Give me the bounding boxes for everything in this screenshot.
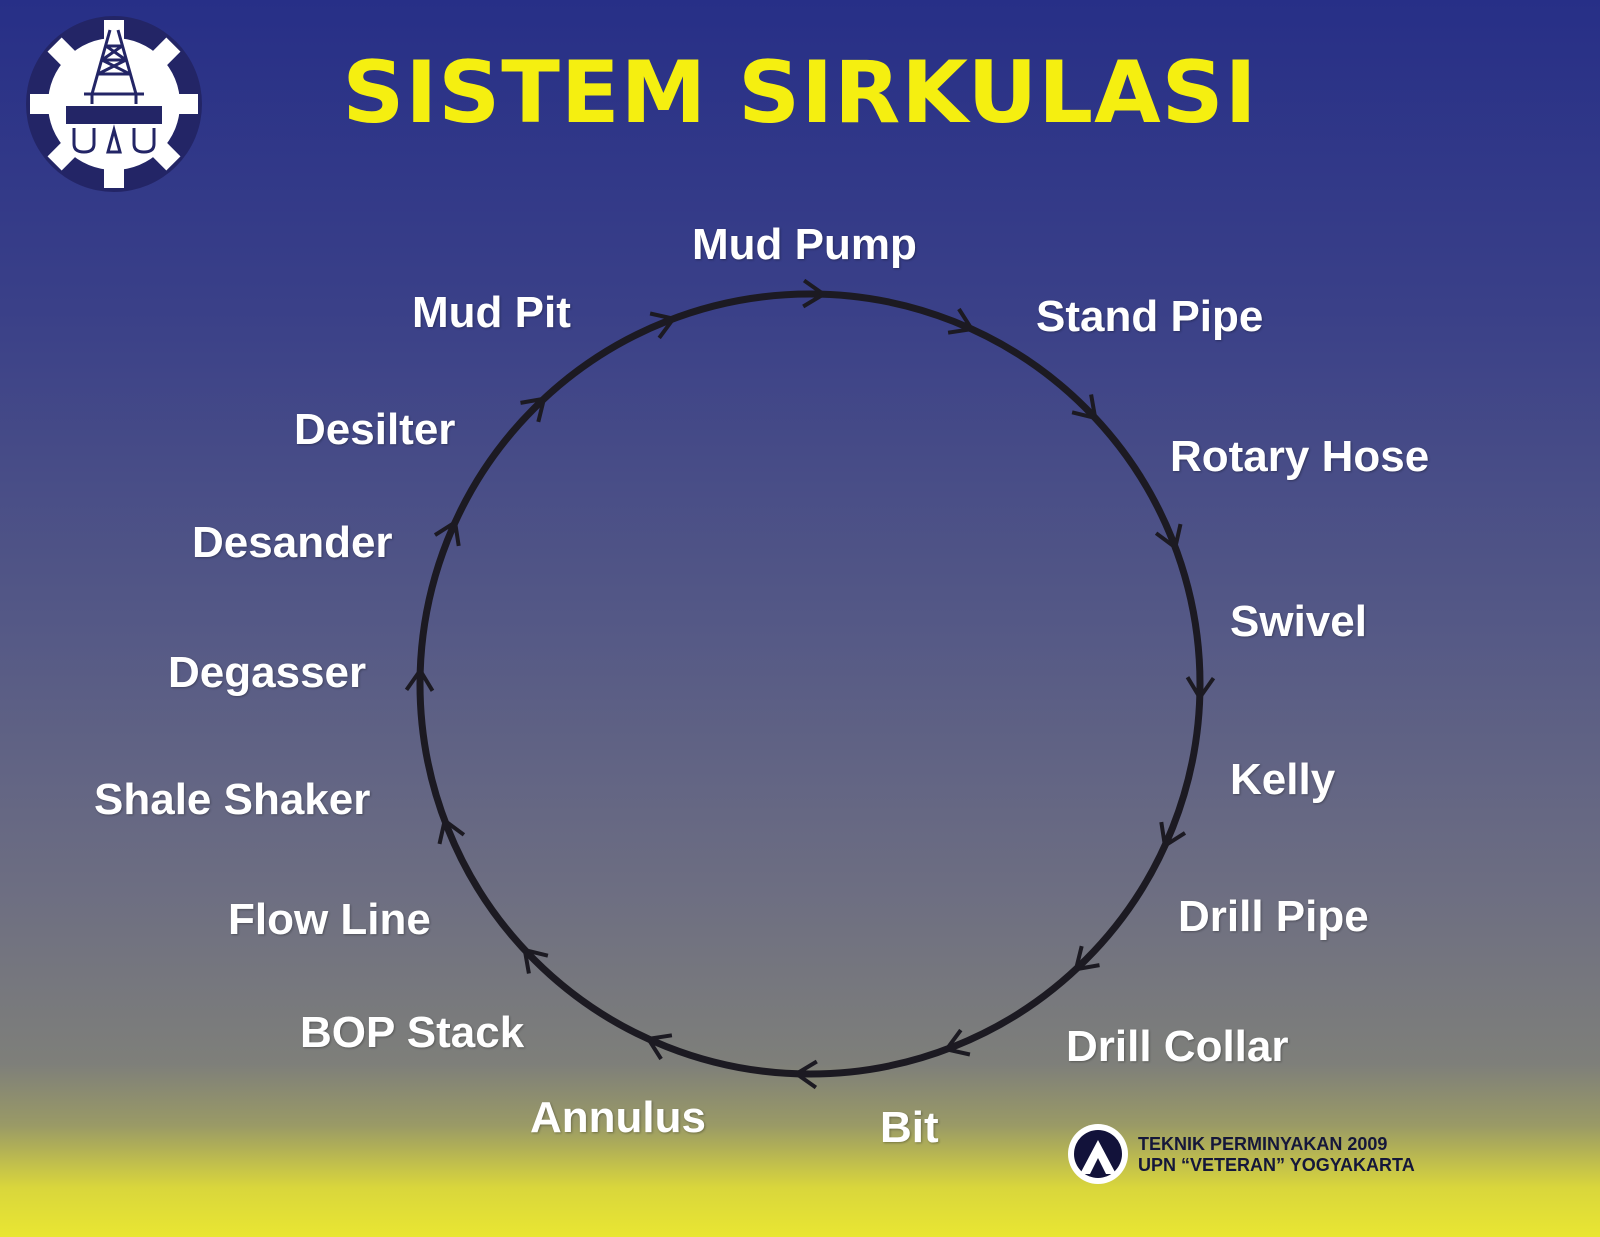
label-swivel: Swivel [1230,597,1367,646]
label-drill-pipe: Drill Pipe [1178,892,1369,941]
flow-arrowhead [644,1033,673,1061]
footer-text: TEKNIK PERMINYAKAN 2009 UPN “VETERAN” YO… [1138,1134,1415,1176]
flow-arrowhead [1159,821,1187,850]
label-annulus: Annulus [530,1093,706,1142]
label-mud-pump: Mud Pump [692,220,917,269]
label-bit: Bit [880,1103,939,1152]
flow-arrowhead [522,947,549,974]
flow-arrowhead [437,817,466,845]
label-drill-collar: Drill Collar [1066,1022,1289,1071]
label-kelly: Kelly [1230,755,1336,804]
page-title: SISTEM SIRKULASI [342,43,1258,143]
label-shale-shaker: Shale Shaker [94,775,371,824]
label-degasser: Degasser [168,648,367,697]
flow-arrowhead [520,396,547,423]
label-mud-pit: Mud Pit [412,288,571,337]
flow-arrowhead [792,1059,818,1090]
flow-arrowhead [649,311,677,340]
label-desander: Desander [192,518,393,567]
flow-arrowhead [1071,394,1098,421]
label-stand-pipe: Stand Pipe [1036,292,1264,341]
flow-arrowhead [1073,945,1100,972]
circulation-cycle-line [416,290,1204,1078]
label-rotary-hose: Rotary Hose [1170,432,1430,481]
footer-line-2: UPN “VETERAN” YOGYAKARTA [1138,1155,1415,1175]
flow-arrowhead [1185,676,1216,702]
footer-line-1: TEKNIK PERMINYAKAN 2009 [1138,1134,1388,1154]
flow-arrows [404,278,1216,1090]
drilling-rig-logo-icon [26,16,202,192]
label-desilter: Desilter [294,405,456,454]
label-bop-stack: BOP Stack [300,1008,525,1057]
flow-arrowhead [433,518,461,547]
upn-emblem-icon [1068,1124,1128,1184]
flow-arrowhead [943,1028,971,1057]
flow-arrowhead [802,278,828,309]
flow-arrowhead [1154,523,1183,551]
label-flow-line: Flow Line [228,895,431,944]
flow-arrowhead [404,666,435,692]
flow-arrowhead [947,307,976,335]
